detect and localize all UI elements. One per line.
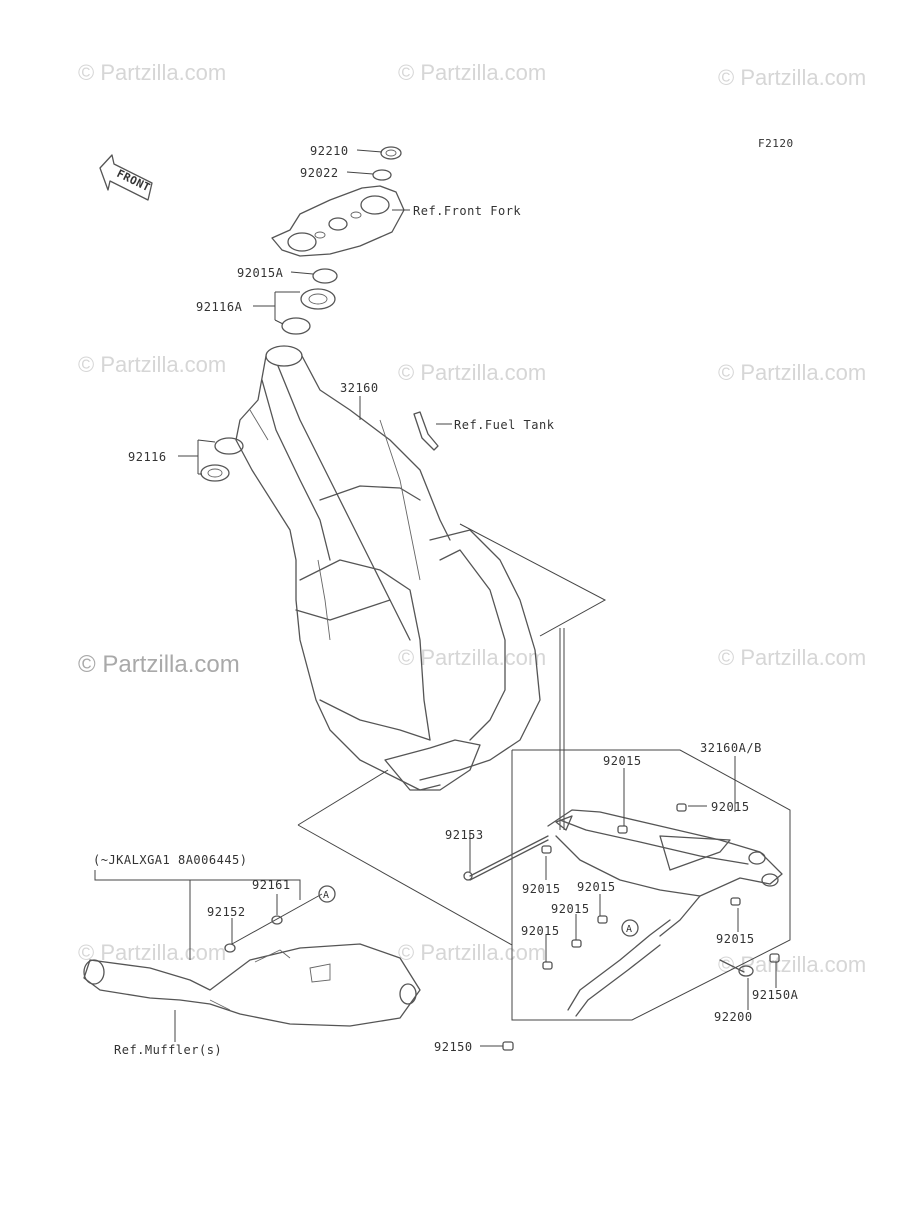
part-label-92161: 92161	[252, 878, 291, 892]
part-label-92116: 92116	[128, 450, 167, 464]
watermark: © Partzilla.com	[718, 360, 866, 385]
ref-muffler: Ref.Muffler(s)	[114, 1043, 222, 1057]
lower-bearing	[200, 464, 230, 482]
ref-fuel-tank: Ref.Fuel Tank	[454, 418, 555, 432]
serial-bracket	[94, 870, 301, 900]
watermark: © Partzilla.com	[78, 940, 226, 965]
part-labels: 92210 92022 Ref.Front Fork 92015A 92116A…	[93, 144, 799, 1057]
watermark: © Partzilla.com	[78, 60, 226, 85]
watermark: © Partzilla.com	[718, 65, 866, 90]
part-label-92022: 92022	[300, 166, 339, 180]
watermark: © Partzilla.com	[78, 651, 240, 678]
watermark: © Partzilla.com	[398, 940, 546, 965]
steering-stem-nut	[380, 146, 402, 160]
part-label-32160: 32160	[340, 381, 379, 395]
watermark: © Partzilla.com	[78, 352, 226, 377]
main-frame	[235, 345, 541, 791]
part-label-92116a: 92116A	[196, 300, 243, 314]
part-label-92015: 92015	[522, 882, 561, 896]
part-label-92015: 92015	[577, 880, 616, 894]
diagram-code: F2120	[758, 137, 794, 150]
upper-bearing	[300, 288, 336, 310]
callout-a-subframe: A	[621, 919, 639, 937]
part-label-92200: 92200	[714, 1010, 753, 1024]
part-label-92015: 92015	[551, 902, 590, 916]
part-label-92150a: 92150A	[752, 988, 799, 1002]
subframe-outline	[297, 523, 791, 1021]
part-label-92015: 92015	[603, 754, 642, 768]
callout-a-top: A	[318, 885, 336, 903]
watermark: © Partzilla.com	[398, 60, 546, 85]
callout-a-label: A	[626, 924, 633, 935]
part-label-92153: 92153	[445, 828, 484, 842]
bolts	[463, 803, 780, 1051]
upper-triple-clamp	[271, 185, 405, 257]
steering-bearing-nut	[312, 268, 338, 284]
watermark: © Partzilla.com	[718, 645, 866, 670]
muffler	[83, 893, 421, 1027]
part-label-92210: 92210	[310, 144, 349, 158]
part-label-92150: 92150	[434, 1040, 473, 1054]
watermark: © Partzilla.com	[398, 645, 546, 670]
callout-a-label: A	[323, 890, 330, 901]
upper-bearing-race	[281, 317, 311, 335]
part-label-92015: 92015	[716, 932, 755, 946]
ref-front-fork: Ref.Front Fork	[413, 204, 521, 218]
part-label-92015: 92015	[711, 800, 750, 814]
part-label-92015: 92015	[521, 924, 560, 938]
front-arrow-icon: FRONT	[99, 154, 153, 201]
part-label-92015a: 92015A	[237, 266, 284, 280]
washer	[372, 169, 392, 181]
lower-bearing-race	[214, 437, 244, 455]
fuel-tank-bracket	[413, 411, 439, 451]
front-label: FRONT	[115, 167, 153, 194]
part-label-92152: 92152	[207, 905, 246, 919]
part-label-32160ab: 32160A/B	[700, 741, 762, 755]
leader-lines	[174, 149, 777, 1047]
watermarks: © Partzilla.com © Partzilla.com © Partzi…	[78, 60, 866, 977]
serial-note: (~JKALXGA1 8A006445)	[93, 853, 248, 867]
rear-subframe	[547, 809, 783, 1017]
watermark: © Partzilla.com	[398, 360, 546, 385]
